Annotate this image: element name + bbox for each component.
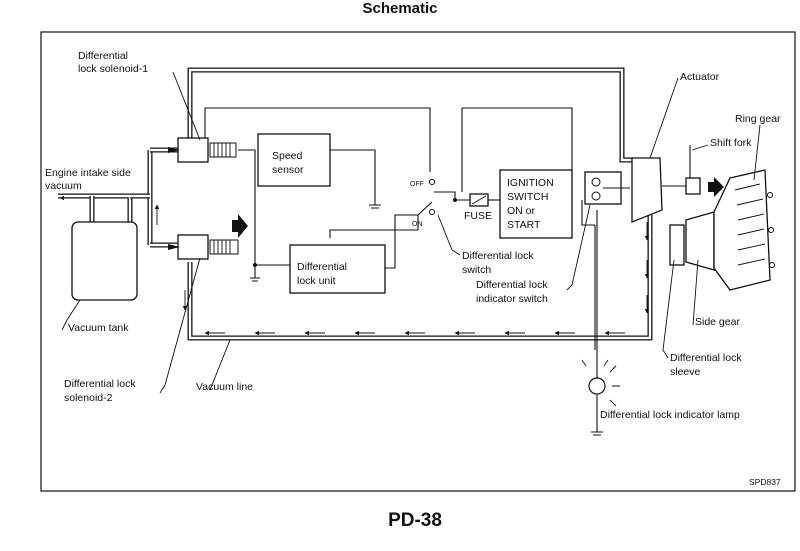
vacuum-lines	[58, 67, 653, 341]
label-solenoid-2-line-1: Differential lock	[64, 378, 136, 390]
label-solenoid-1-line-2: lock solenoid-1	[78, 63, 148, 75]
label-switch-off: OFF	[410, 181, 424, 188]
page-number: PD-38	[388, 510, 442, 531]
switch-off-contact	[429, 179, 435, 185]
label-lock-switch-line-2: switch	[462, 264, 491, 276]
labels: Differential lock solenoid-1 Engine inta…	[45, 50, 781, 487]
label-ignition-line-2: SWITCH	[507, 191, 548, 203]
figure-code: SPD837	[749, 477, 781, 487]
label-ring-gear: Ring gear	[735, 113, 781, 125]
label-speed-sensor-line-2: sensor	[272, 164, 304, 176]
indicator-lamp	[581, 359, 620, 407]
label-ignition-line-4: START	[507, 219, 541, 231]
actuator	[631, 145, 701, 223]
label-ignition-line-3: ON or	[507, 205, 536, 217]
ignition-switch-box	[499, 169, 573, 239]
label-solenoid-1-line-1: Differential	[78, 50, 128, 62]
label-indicator-switch-line-2: indicator switch	[476, 293, 548, 305]
label-engine-intake-line-1: Engine intake side	[45, 167, 131, 179]
label-fuse: FUSE	[464, 210, 492, 222]
label-indicator-switch-line-1: Differential lock	[476, 279, 548, 291]
label-solenoid-2-line-2: solenoid-2	[64, 392, 113, 404]
label-shift-fork: Shift fork	[710, 137, 752, 149]
label-diff-lock-unit-line-1: Differential	[297, 261, 347, 273]
solenoid-2	[168, 234, 239, 260]
ring-gear	[713, 169, 775, 291]
label-lock-sleeve-line-1: Differential lock	[670, 352, 742, 364]
side-gear	[669, 211, 715, 271]
wiring	[204, 107, 603, 436]
label-ignition-line-1: IGNITION	[507, 177, 554, 189]
leader-lines	[61, 71, 761, 394]
label-speed-sensor-line-1: Speed	[272, 150, 303, 162]
label-vacuum-tank: Vacuum tank	[68, 322, 129, 334]
solenoid-1	[168, 137, 237, 163]
label-indicator-lamp: Differential lock indicator lamp	[600, 409, 740, 421]
speed-sensor-box	[257, 133, 331, 187]
label-diff-lock-unit-line-2: lock unit	[297, 275, 336, 287]
vacuum-tank	[71, 221, 138, 301]
label-switch-on: ON	[412, 221, 423, 228]
switch-on-contact	[429, 209, 435, 215]
page-title: Schematic	[362, 0, 438, 17]
label-lock-sleeve-line-2: sleeve	[670, 366, 701, 378]
label-vacuum-line: Vacuum line	[196, 381, 253, 393]
label-side-gear: Side gear	[695, 316, 740, 328]
label-lock-switch-line-1: Differential lock	[462, 250, 534, 262]
label-actuator: Actuator	[680, 71, 720, 83]
indicator-switch	[584, 171, 630, 205]
label-engine-intake-line-2: vacuum	[45, 180, 82, 192]
flow-arrows	[59, 177, 724, 336]
diff-lock-unit-box	[289, 244, 386, 294]
diagram-frame	[40, 31, 796, 492]
